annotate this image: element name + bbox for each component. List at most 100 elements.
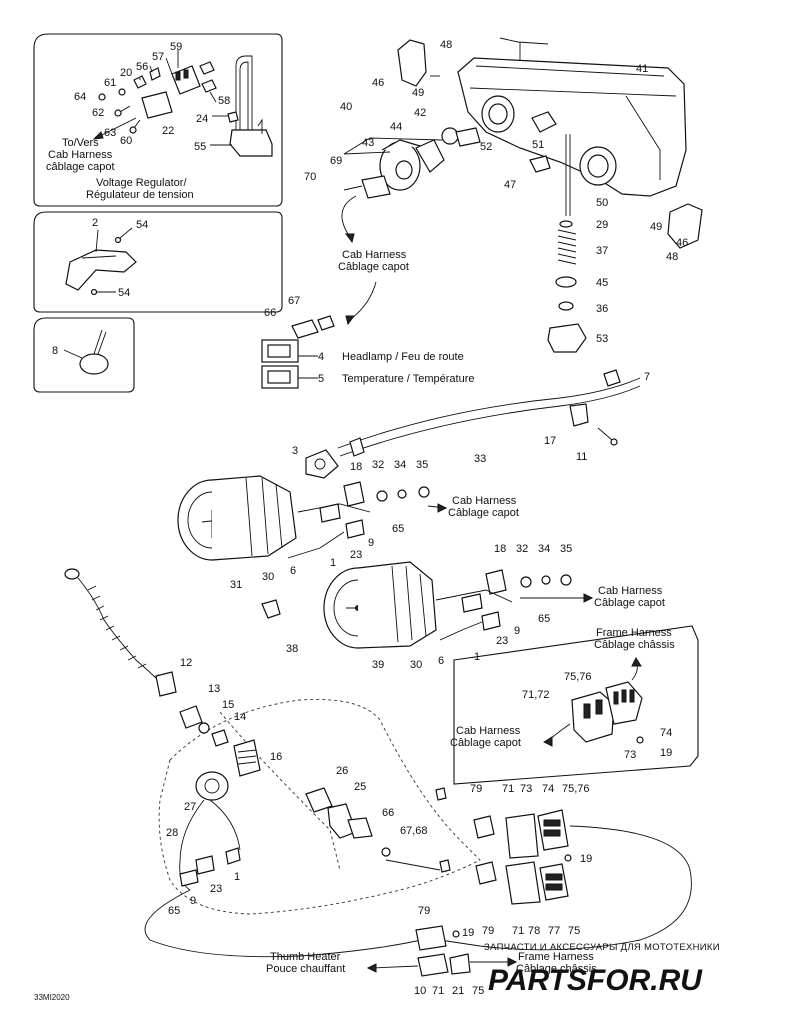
label-4: 4 [318,351,324,363]
label-38: 38 [286,643,298,655]
label-48-right: 48 [666,251,678,263]
label-39: 39 [372,659,384,671]
label-35-top: 35 [416,459,428,471]
label-71-72-inset: 71,72 [522,689,550,701]
label-1-bottom: 1 [474,651,480,663]
label-48-top: 48 [440,39,452,51]
label-40: 40 [340,101,352,113]
label-65-bottom: 65 [538,613,550,625]
label-20: 20 [120,67,132,79]
callout-cab-harness-5: Cab Harness [456,725,521,737]
label-66-low: 66 [382,807,394,819]
label-43: 43 [362,137,374,149]
callout-cablage-capot-2: Câblage capot [338,261,409,273]
label-70: 70 [304,171,316,183]
label-65-top: 65 [392,523,404,535]
gauges [177,369,641,649]
label-24: 24 [196,113,208,125]
label-41: 41 [636,63,648,75]
callout-headlamp: Headlamp / Feu de route [342,351,464,363]
label-64: 64 [74,91,86,103]
label-18-bottom: 18 [494,543,506,555]
label-23-low: 23 [210,883,222,895]
label-32-bottom: 32 [516,543,528,555]
label-5: 5 [318,373,324,385]
label-1-low: 1 [234,871,240,883]
label-71-top: 71 [502,783,514,795]
label-55: 55 [194,141,206,153]
label-22: 22 [162,125,174,137]
label-19-mid: 19 [580,853,592,865]
label-54-top: 54 [136,219,148,231]
callout-thumb-heater: Thumb Heater [270,951,341,963]
callout-cab-harness-3: Cab Harness [452,495,517,507]
callout-pouce-chauffant: Pouce chauffant [266,963,345,975]
watermark: ЗАПЧАСТИ И АКСЕССУАРЫ ДЛЯ МОТОТЕХНИКИ PA… [484,942,720,997]
cable-tie-inset [33,317,135,393]
label-65-low: 65 [168,905,180,917]
label-33: 33 [474,453,486,465]
label-26: 26 [336,765,348,777]
label-49-left: 49 [412,87,424,99]
callout-cablage-capot-4: Câblage capot [594,597,665,609]
label-9-top: 9 [368,537,374,549]
callout-cablage-capot-3: Câblage capot [448,507,519,519]
label-31: 31 [230,579,242,591]
label-28: 28 [166,827,178,839]
callout-temperature: Temperature / Température [342,373,474,385]
label-27: 27 [184,801,196,813]
diagram-code: 33MI2020 [34,993,70,1002]
label-42: 42 [414,107,426,119]
label-10: 10 [414,985,426,997]
callout-cab-harness-1: Cab Harness [48,149,113,161]
bracket-inset [33,211,283,313]
label-34-bottom: 34 [538,543,550,555]
label-69: 69 [330,155,342,167]
label-58: 58 [218,95,230,107]
label-23-bottom: 23 [496,635,508,647]
label-74-inset: 74 [660,727,672,739]
label-57: 57 [152,51,164,63]
label-6-top: 6 [290,565,296,577]
label-19-inset: 19 [660,747,672,759]
lamp-wiring [261,195,377,389]
label-36: 36 [596,303,608,315]
label-32-top: 32 [372,459,384,471]
label-44: 44 [390,121,402,133]
label-79-bottom: 79 [418,905,430,917]
label-12: 12 [180,657,192,669]
label-75-low: 75 [472,985,484,997]
label-75-76-inset: 75,76 [564,671,592,683]
label-56: 56 [136,61,148,73]
label-75-mid: 75 [568,925,580,937]
callout-voltage-regulator: Voltage Regulator/ [96,177,187,189]
label-59: 59 [170,41,182,53]
label-30-bottom: 30 [410,659,422,671]
label-67-68: 67,68 [400,825,428,837]
label-29: 29 [596,219,608,231]
callout-cablage-chassis-1: Câblage châssis [594,639,675,651]
headlamp-housing [343,37,703,353]
label-50: 50 [596,197,608,209]
label-51: 51 [532,139,544,151]
label-46-right: 46 [676,237,688,249]
label-9-low: 9 [190,895,196,907]
callout-to-vers: To/Vers [62,137,99,149]
label-73-top: 73 [520,783,532,795]
callout-cablage-capot-5: Câblage capot [450,737,521,749]
label-25: 25 [354,781,366,793]
label-67: 67 [288,295,300,307]
label-63: 63 [104,127,116,139]
callout-cab-harness-2: Cab Harness [342,249,407,261]
label-15: 15 [222,699,234,711]
watermark-tagline: ЗАПЧАСТИ И АКСЕССУАРЫ ДЛЯ МОТОТЕХНИКИ [484,942,720,953]
label-79-mid: 79 [482,925,494,937]
label-17: 17 [544,435,556,447]
label-75-76-top: 75,76 [562,783,590,795]
label-49-right: 49 [650,221,662,233]
label-46-left: 46 [372,77,384,89]
callout-cab-harness-4: Cab Harness [598,585,663,597]
label-6-bottom: 6 [438,655,444,667]
label-30-top: 30 [262,571,274,583]
